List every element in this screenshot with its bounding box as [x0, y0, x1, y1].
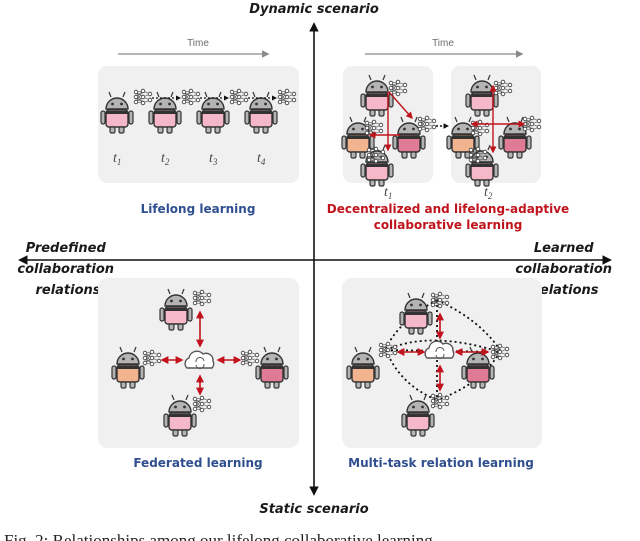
quadrant-multi-task-relation: Multi-task relation learning	[342, 278, 542, 470]
time-label: Time	[187, 38, 209, 49]
quadrant-title: Federated learning	[133, 456, 262, 470]
quadrant-title: Decentralized and lifelong-adaptive	[327, 202, 569, 216]
quadrant-lifelong-learning: Time t1 t2 t3 t4 Lifelong learning	[98, 38, 299, 216]
quadrant-decentralized-lifelong: Time t1 t2 Decentralized and lifelong-ad…	[327, 38, 569, 232]
figure-caption: Fig. 2: Relationships among our lifelong…	[4, 531, 433, 541]
quadrant-title-line2: collaborative learning	[374, 218, 523, 232]
panel	[342, 278, 542, 448]
quadrant-federated-learning: Federated learning	[98, 278, 299, 470]
time-label: Time	[432, 38, 454, 49]
quadrant-title: Lifelong learning	[141, 202, 256, 216]
axis-top-label: Dynamic scenario	[249, 2, 379, 17]
axis-bottom-label: Static scenario	[259, 502, 368, 517]
time-step-label: t2	[161, 151, 170, 167]
quadrant-title: Multi-task relation learning	[348, 456, 534, 470]
neural-network-icon	[417, 115, 437, 133]
axis-right-label: Learned collaboration relations	[515, 241, 616, 298]
time-step-label: t2	[484, 185, 493, 201]
time-step-label: t3	[209, 151, 218, 167]
time-step-label: t4	[257, 151, 266, 167]
time-step-label: t1	[384, 185, 392, 201]
time-step-label: t1	[113, 151, 121, 167]
axis-left-label: Predefined collaboration relations	[17, 241, 118, 298]
arrow-icon	[388, 91, 413, 120]
